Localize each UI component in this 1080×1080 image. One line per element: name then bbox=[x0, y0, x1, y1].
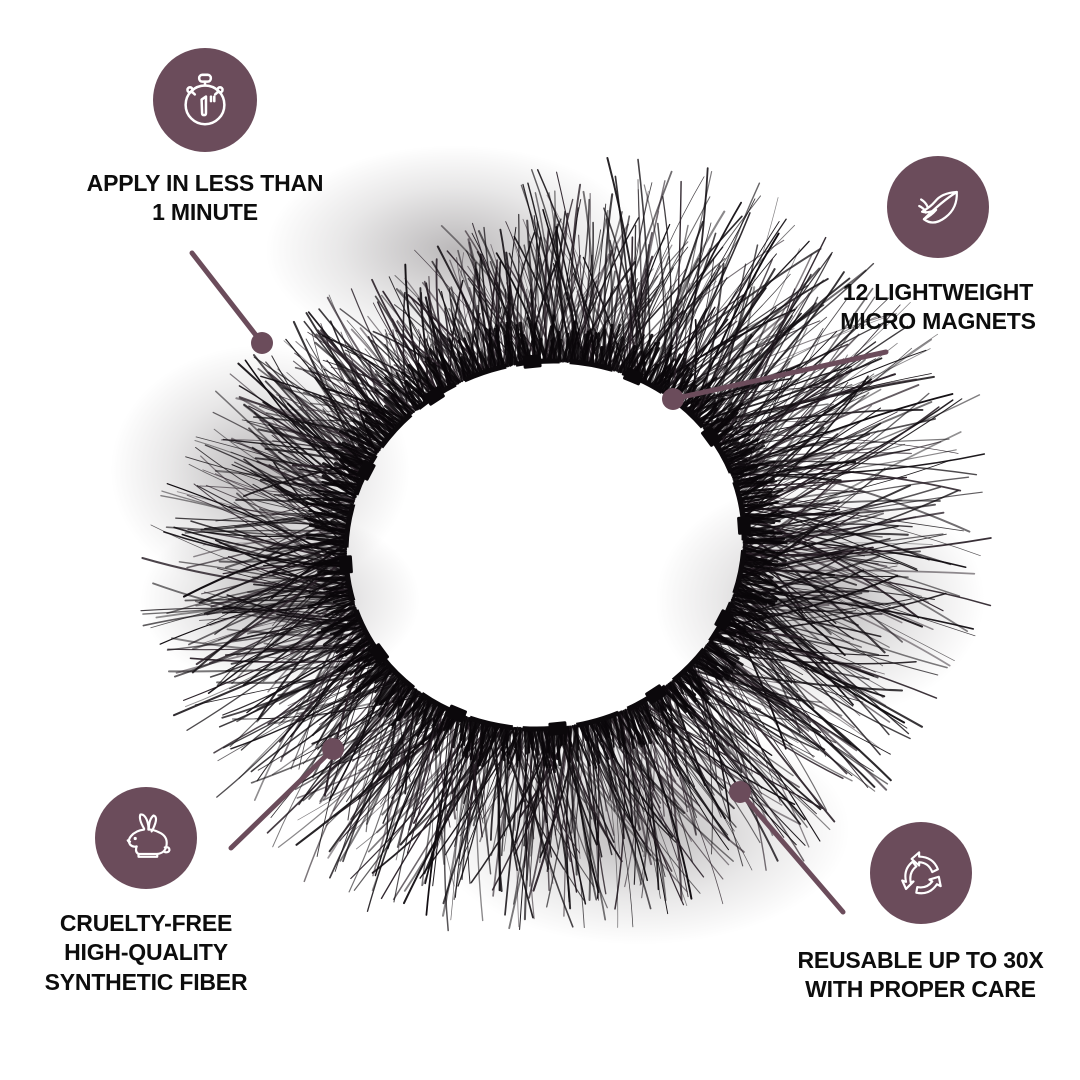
feature-micro-magnets-line-1: 12 LIGHTWEIGHT bbox=[842, 279, 1034, 305]
feature-apply-time: APPLY IN LESS THAN 1 MINUTE bbox=[30, 48, 380, 228]
feature-reusable-line-2: WITH PROPER CARE bbox=[805, 976, 1036, 1003]
feature-apply-time-line-2: 1 MINUTE bbox=[152, 199, 258, 226]
feature-cruelty-free-line-1: CRUELTY-FREE bbox=[59, 910, 233, 936]
recycle-icon bbox=[900, 851, 942, 895]
feature-apply-time-line-1: APPLY IN LESS THAN bbox=[86, 170, 324, 196]
stopwatch-icon-badge bbox=[153, 48, 257, 152]
connector-dot-cruelty bbox=[322, 738, 344, 760]
feather-icon bbox=[918, 190, 958, 224]
feature-cruelty-free-line-2: HIGH-QUALITY bbox=[64, 939, 228, 966]
feature-reusable: REUSABLE UP TO 30X WITH PROPER CARE bbox=[778, 822, 1063, 1005]
feature-reusable-label: REUSABLE UP TO 30X WITH PROPER CARE bbox=[797, 946, 1043, 1005]
connector-dot-apply bbox=[251, 332, 273, 354]
connector-line-apply bbox=[189, 250, 265, 346]
feature-micro-magnets-line-2: MICRO MAGNETS bbox=[840, 308, 1036, 335]
connector-dot-reusable bbox=[729, 781, 751, 803]
rabbit-icon-badge bbox=[95, 787, 197, 889]
stopwatch-icon bbox=[184, 73, 226, 126]
feather-icon-badge bbox=[887, 156, 989, 258]
feature-micro-magnets: 12 LIGHTWEIGHT MICRO MAGNETS bbox=[813, 156, 1063, 337]
feature-reusable-line-1: REUSABLE UP TO 30X bbox=[797, 947, 1044, 973]
connector-line-cruelty bbox=[228, 746, 336, 851]
feature-apply-time-label: APPLY IN LESS THAN 1 MINUTE bbox=[87, 169, 324, 228]
feature-cruelty-free-line-3: SYNTHETIC FIBER bbox=[44, 968, 248, 995]
feature-cruelty-free-label: CRUELTY-FREE HIGH-QUALITY SYNTHETIC FIBE… bbox=[45, 909, 248, 997]
connector-line-magnets bbox=[670, 349, 889, 402]
rabbit-icon bbox=[126, 813, 171, 858]
recycle-icon-badge bbox=[869, 822, 972, 924]
connector-line-reusable bbox=[737, 789, 846, 915]
connector-dot-magnets bbox=[662, 388, 684, 410]
feature-cruelty-free: CRUELTY-FREE HIGH-QUALITY SYNTHETIC FIBE… bbox=[26, 787, 266, 997]
feature-micro-magnets-label: 12 LIGHTWEIGHT MICRO MAGNETS bbox=[840, 278, 1036, 337]
